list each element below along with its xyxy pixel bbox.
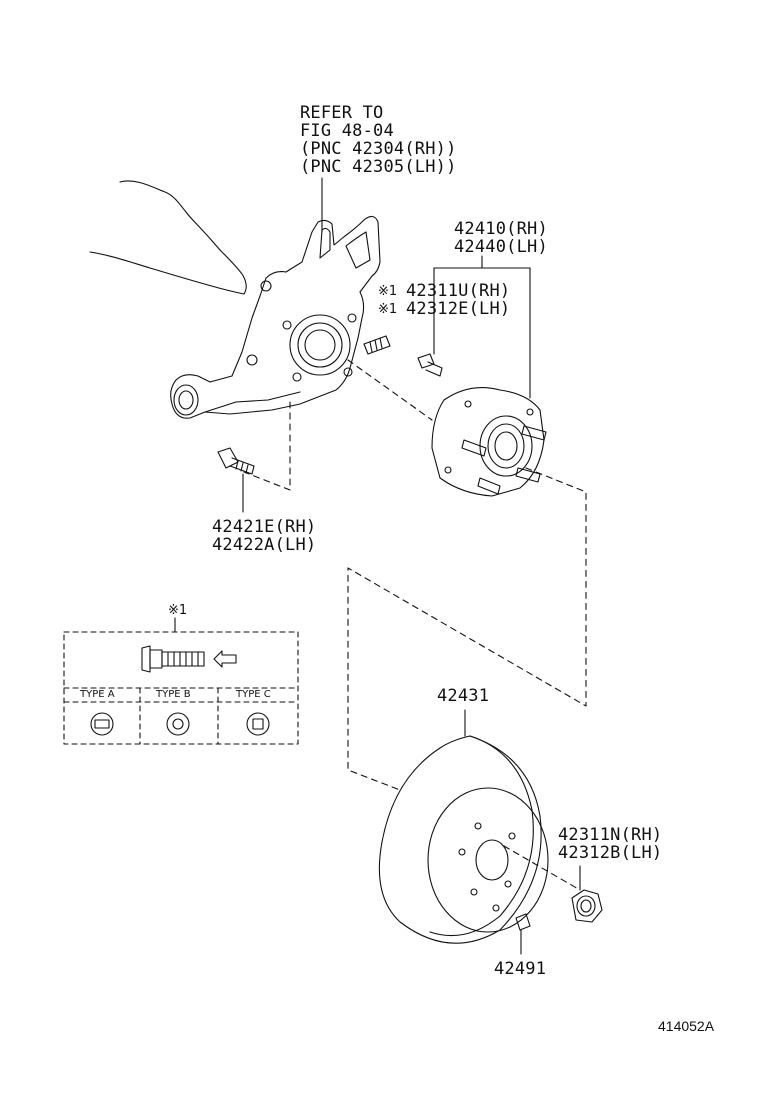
- type-b-head-icon: [166, 712, 190, 736]
- knuckle-stud: [363, 335, 391, 355]
- hub-bolt-mark-1: ※1: [378, 284, 398, 299]
- refer-note-line-4: (PNC 42305(LH)): [300, 157, 457, 177]
- plug-label: 42491: [494, 959, 547, 979]
- type-a-label: TYPE A: [80, 689, 115, 700]
- lug-nut: [571, 889, 603, 923]
- type-c-label: TYPE C: [236, 689, 271, 700]
- type-c-head-icon: [246, 712, 270, 736]
- hub-bolt: [417, 353, 443, 377]
- bolt-head-icon: [141, 645, 151, 673]
- refer-note-line-1: REFER TO: [300, 103, 384, 123]
- leader-lines: [174, 177, 581, 955]
- hub-assembly-lh-label: 42440(LH): [454, 237, 548, 257]
- nut-rh-label: 42311N(RH): [558, 825, 663, 845]
- suspension-arm-break-outline: [119, 180, 247, 295]
- nut-lh-label: 42312B(LH): [558, 843, 663, 863]
- inset-mark: ※1: [168, 603, 188, 618]
- knuckle-bolt: [217, 447, 255, 475]
- knuckle-bolt-lh-label: 42422A(LH): [212, 535, 317, 555]
- plug: [515, 913, 531, 931]
- type-a-head-icon: [90, 712, 114, 736]
- hub-bolt-mark-2: ※1: [378, 302, 398, 317]
- knuckle-bolt-rh-label: 42421E(RH): [212, 517, 317, 537]
- brake-disc: [378, 735, 549, 944]
- bolt-type-inset: [63, 631, 299, 745]
- hub-assembly-rh-label: 42410(RH): [454, 219, 548, 239]
- refer-note-line-3: (PNC 42304(RH)): [300, 139, 457, 159]
- hub-bolt-rh-label: 42311U(RH): [406, 281, 511, 301]
- suspension-arm-break-outline-lower: [89, 251, 245, 295]
- arrow-left-icon: [213, 650, 237, 668]
- steering-knuckle: [170, 215, 381, 419]
- dashed-guides: [243, 359, 587, 891]
- hub-bolt-lh-label: 42312E(LH): [406, 299, 511, 319]
- disc-label: 42431: [437, 686, 490, 706]
- figure-number: 414052A: [658, 1018, 715, 1034]
- type-b-label: TYPE B: [156, 689, 191, 700]
- hub-bearing-assembly: [431, 387, 547, 497]
- refer-note-line-2: FIG 48-04: [300, 121, 394, 141]
